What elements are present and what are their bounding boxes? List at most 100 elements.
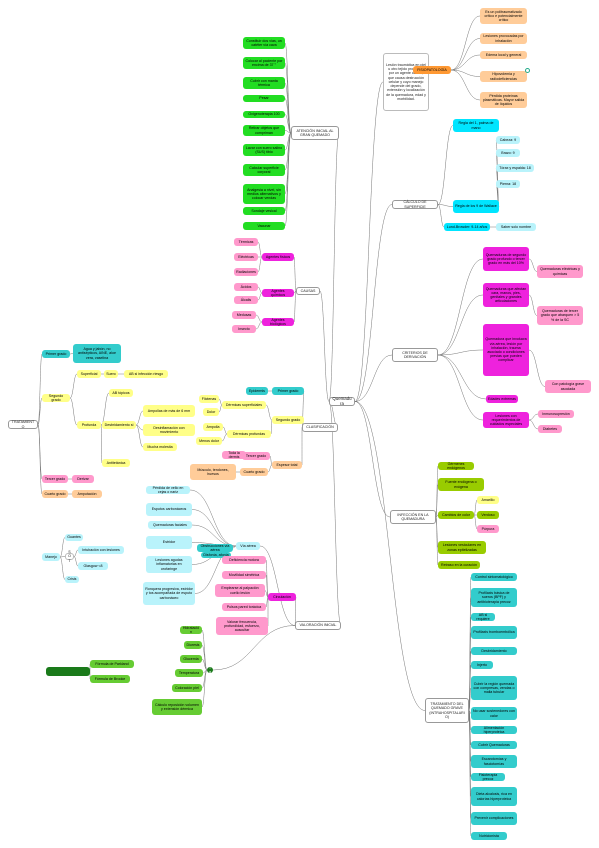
node-dermicas-profundas[interactable]: Dérmicas profundas <box>227 430 271 438</box>
node-superficial[interactable]: Superficial <box>77 370 101 378</box>
node-nutricionista[interactable]: Nutricionista <box>471 832 507 840</box>
node-analgesia-a-nivel-sin-medios-alternativo[interactable]: Analgesia a nivel, sin medios alternativ… <box>243 184 285 204</box>
node-saber-solo-nombre[interactable]: Saber solo nombre <box>496 223 536 231</box>
node-profilaxis-tromboembolica[interactable]: Profilaxis tromboembólica <box>471 626 517 639</box>
node-lesiones-vesiculares-en-zonas-epitelizad[interactable]: Lesiones vesiculares en zonas epitelizad… <box>438 541 486 554</box>
node-form[interactable] <box>46 667 90 676</box>
node-ab-topicos[interactable]: AB tópicos <box>109 389 133 397</box>
node-clasificacion[interactable]: CLASIFICACIÓN <box>302 423 338 432</box>
node-temperatura[interactable]: Temperatura <box>175 669 203 677</box>
node-cubrir-la-region-quemada-con-compresas-v[interactable]: Cubrir la región quemada con compresas, … <box>471 676 517 700</box>
node-lavar-con-suero-salino-sus-tibio[interactable]: Lavar con suero salino (SUS) tibio <box>243 144 285 156</box>
node-termicas[interactable]: Térmicas <box>234 238 258 246</box>
node-manejo[interactable]: Manejo <box>42 553 60 561</box>
node-quemaduras-de-segundo-grado-profundo-o-t[interactable]: Quemaduras de segundo grado profundo o t… <box>483 247 529 271</box>
node-regla-del-1-palma-de-mano[interactable]: Regla del 1, palma de mano <box>453 119 499 132</box>
node-lesiones-con-requerimientos-de-cuidados-[interactable]: Lesiones con requerimientos de cuidados … <box>483 412 529 428</box>
node-agentes-biologicos[interactable]: Agentes biológicos <box>262 318 294 326</box>
node-insecto[interactable]: Insecto <box>232 325 256 333</box>
node-ab-si-requiere[interactable]: AB si requiere <box>471 613 495 621</box>
node-constituir-dos-vias-un-cateter-via-cava[interactable]: Constituir dos vías, un catéter vía cava <box>243 37 285 49</box>
node-atencion-inicial-al-gran-quemado[interactable]: ATENCIÓN INICIAL AL GRAN QUEMADO <box>291 126 339 140</box>
node-alcalis[interactable]: Álcalis <box>234 296 258 304</box>
node-menos-dolor[interactable]: Menos dolor <box>196 437 222 445</box>
node-edades-extremas[interactable]: Edades extremas <box>486 395 518 403</box>
node-toda-la-dermis[interactable]: Toda la dermis <box>222 451 246 459</box>
node-electricas[interactable]: Eléctricas <box>234 253 258 261</box>
node-flictenas[interactable]: Flictenas <box>199 395 219 403</box>
node-quemaduras-electricas-y-quimicas[interactable]: Quemaduras eléctricas y químicas <box>537 265 583 278</box>
node-infeccion-en-la-quemadura[interactable]: INFECCIÓN EN LA QUEMADURA <box>390 510 436 524</box>
node-guantes[interactable]: Guantes <box>65 534 83 541</box>
node-diuresis[interactable]: Diuresis <box>184 641 202 649</box>
node-estridor[interactable]: Estridor <box>146 536 192 549</box>
node-fisiopatologia[interactable]: FISIOPATOLOGÍA <box>413 66 451 74</box>
node-primer-grado[interactable]: Primer grado <box>272 387 304 395</box>
node-inmunosupresion[interactable]: Inmunosupresión <box>538 410 574 418</box>
node-circulacion[interactable]: Circulación <box>268 593 296 601</box>
node-calculo-reposicion-volumen-y-extension-d[interactable]: Cálculo reposición volumen y extensión d… <box>152 699 202 715</box>
node-epidermis[interactable]: Epidermis <box>246 387 268 395</box>
node-sot[interactable]: SOT <box>65 550 74 563</box>
node-no-usar-sostenedores-con-calor[interactable]: No usar sostenedores con calor <box>471 707 517 720</box>
node-medusas[interactable]: Medusas <box>232 311 256 319</box>
node-dolor[interactable]: Dolor <box>203 408 219 416</box>
node-ronquera-progresiva-estridor-y-tos-acomp[interactable]: Ronquera progresiva, estridor y tos acom… <box>143 582 195 605</box>
root-node-quemadura[interactable]: Quemadura <box>329 396 355 406</box>
node-tercer-grado[interactable]: Tercer grado <box>42 475 68 483</box>
node-movilidad-simetrica[interactable]: Movilidad simétrica <box>222 571 266 579</box>
node-quemaduras-faciales[interactable]: Quemaduras faciales <box>148 521 192 529</box>
node-dieta-alcalosis-rica-en-calorias-hiperpr[interactable]: Dieta alcalosis, rica en calorías hiperp… <box>471 787 517 806</box>
node-lund-browder-9-14-anos[interactable]: Lund-Browder: 9-14 años <box>444 223 490 231</box>
node-derivar[interactable]: Derivar <box>72 475 94 483</box>
node-control-sintomatologico[interactable]: Control sintomatológico <box>471 573 517 581</box>
node-quemaduras-de-tercer-grado-que-abarquen-[interactable]: Quemaduras de tercer grado que abarquen … <box>537 306 583 325</box>
node-profunda[interactable]: Profunda <box>77 421 101 429</box>
node-crisis[interactable]: Crisis <box>65 576 79 583</box>
node-obstrucciones-via-aerea[interactable]: Obstrucciones vía aérea <box>197 544 233 552</box>
node-espesor-total[interactable]: Espesor total <box>272 461 302 469</box>
node-pesar[interactable]: Pesar <box>243 95 285 102</box>
node-sondaje-vesical[interactable]: Sondaje vesical <box>243 207 285 215</box>
node-ampolla[interactable]: Ampolla <box>203 423 223 431</box>
node-lesiones-agudas-inflamatorias-en-orofari[interactable]: Lesiones agudas inflamatorias en orofari… <box>146 556 192 573</box>
node-escarotomias-y-fasciotomias[interactable]: Escarotomías y fasciotomías <box>471 755 517 768</box>
node-amarillo[interactable]: Amarillo <box>477 496 499 504</box>
node-dermicas-superficiales[interactable]: Dérmicas superficiales <box>222 401 266 409</box>
node-prevenir-complicaciones[interactable]: Prevenir complicaciones <box>471 812 517 825</box>
node-fisioterapia-precoz[interactable]: Fisioterapia precoz <box>471 773 505 781</box>
node-coloracion-piel[interactable]: Coloración piel <box>172 684 202 692</box>
node-cubrir-con-manta-termica[interactable]: Cubrir con manta térmica <box>243 77 285 89</box>
node-musculo-tendones-huesos[interactable]: Músculo, tendones, huesos <box>190 464 236 480</box>
node-desbridamiento[interactable]: Desbridamiento <box>471 647 517 655</box>
node-regla-de-los-9-de-wallace[interactable]: Regla de los 9 de Wallace <box>453 200 499 213</box>
node-es-un-politraumatizado-critico-e-potenci[interactable]: Es un politraumatizado crítico e potenci… <box>480 8 527 24</box>
node-cubrir-quemaduras[interactable]: Cubrir Quemaduras <box>471 741 517 749</box>
node-cuarto-grado[interactable]: Cuarto grado <box>42 490 68 498</box>
node-vacunar[interactable]: Vacunar <box>243 222 285 230</box>
node-segundo-grado[interactable]: Segundo grado <box>42 394 70 402</box>
node-ab-si-infeccion-riesgo[interactable]: AB si infección riesgo <box>124 370 168 378</box>
node-glasgow-8[interactable]: Glasgow <8 <box>78 562 108 570</box>
node-disfonia-afonia[interactable]: Disfonía, afonía <box>201 552 231 558</box>
node-acidos[interactable]: Ácidos <box>234 283 258 291</box>
node-pulsos-pared-toracica[interactable]: Pulsos pared torácica <box>222 603 266 611</box>
node-lesion-traumatica-en-piel-u-otro-tejido-[interactable]: Lesión traumática en piel u otro tejido … <box>383 53 429 111</box>
node-edema-local-y-general[interactable]: Edema local y general <box>480 51 527 59</box>
node-esputos-carbonaceos[interactable]: Esputos carbonáceos <box>146 503 192 516</box>
node-ampollas-de-mas-de-6-mm[interactable]: Ampollas de más de 6 mm <box>143 405 195 417</box>
node-intubacion-con-lesiones[interactable]: Intubación con lesiones <box>78 546 124 554</box>
node-calculo-de-superficie[interactable]: CÁLCULO DE SUPERFICIE <box>392 200 438 209</box>
node-verdoso[interactable]: Verdoso <box>477 511 499 519</box>
node-cambios-de-color[interactable]: Cambios de color <box>438 511 474 519</box>
node-alimentacion-hiperproteica[interactable]: Alimentación hiperproteica <box>471 726 517 734</box>
node-purpura[interactable]: Púrpura <box>477 525 499 533</box>
node-retirar-objetos-que-compriman[interactable]: Retirar objetos que compriman <box>243 125 285 136</box>
node-torax-y-espalda-18[interactable]: Tórax y espalda: 18 <box>496 164 534 172</box>
node-quemaduras-que-afectan-cara-manos-pies-g[interactable]: Quemaduras que afectan cara, manos, pies… <box>483 283 529 307</box>
node-cabeza-9[interactable]: Cabeza: 9 <box>496 136 520 144</box>
node-glucemia[interactable]: Glucemia <box>180 655 202 663</box>
node-antitetanica[interactable]: Antitetánica <box>102 459 130 467</box>
node-con-patologia-grave-asociada[interactable]: Con patología grave asociada <box>545 380 591 393</box>
node-desinflamacion-con-movimiento[interactable]: Desinflamación con movimiento <box>143 424 195 436</box>
